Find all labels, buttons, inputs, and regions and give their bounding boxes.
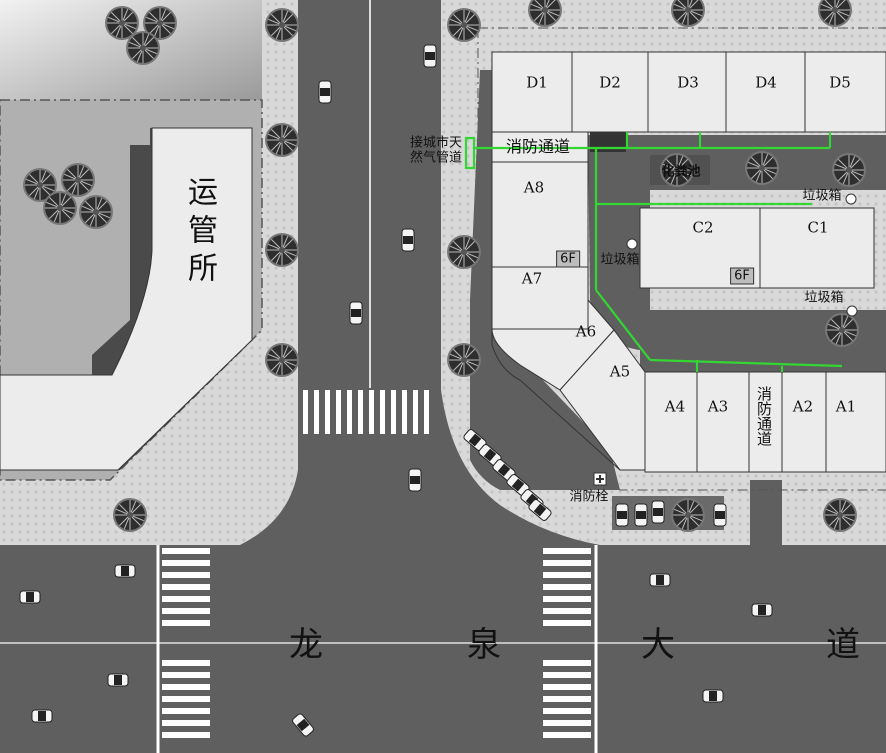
- building-a6: [491, 298, 615, 391]
- gas-pipe-label-1: 接城市天: [409, 135, 463, 151]
- septic-label: 化粪池: [661, 164, 701, 180]
- gas-pipe: [464, 132, 843, 372]
- building-a7: [491, 266, 589, 330]
- office-label: 运管所: [182, 176, 217, 290]
- trash-icon: [626, 238, 638, 250]
- site-road-inner: [588, 135, 886, 350]
- crosswalk-east: [543, 548, 591, 738]
- gas-pipe-label-2: 然气管道: [409, 150, 463, 166]
- building-a3-label: A3: [707, 397, 729, 416]
- building-a5-label: A5: [609, 362, 631, 381]
- building-d2: D2: [599, 73, 621, 92]
- c-row-building: [639, 207, 875, 289]
- building-a2-label: A2: [792, 397, 814, 416]
- building-a1-label: A1: [835, 397, 857, 416]
- building-d5: D5: [829, 73, 851, 92]
- office-building: [0, 127, 253, 471]
- trash-label-1: 垃圾箱: [802, 188, 842, 204]
- building-d3: D3: [677, 73, 699, 92]
- floors-label-a: 6F: [556, 250, 580, 268]
- building-a4-label: A4: [664, 397, 686, 416]
- hydrant-label: 消防栓: [569, 489, 609, 505]
- building-a7-label: A7: [521, 269, 543, 288]
- building-a2-a1: [781, 371, 886, 473]
- building-a6-label: A6: [575, 322, 597, 341]
- longquan-avenue: [0, 545, 886, 753]
- access-road: [750, 480, 782, 545]
- floors-label-c: 6F: [730, 267, 754, 285]
- road-char-4: 道: [826, 625, 860, 665]
- trash-label-3: 垃圾箱: [804, 290, 844, 306]
- building-d4: D4: [755, 73, 777, 92]
- trash-icon: [845, 193, 857, 205]
- road-char-2: 泉: [467, 625, 501, 665]
- building-a8-label: A8: [523, 178, 545, 197]
- fire-lane-label: 消防通道: [505, 137, 571, 156]
- trash-label-2: 垃圾箱: [600, 252, 640, 268]
- road-char-1: 龙: [289, 625, 323, 665]
- trash-icon: [846, 305, 858, 317]
- building-c2-label: C2: [692, 218, 714, 237]
- crosswalk-west: [162, 548, 210, 738]
- fire-lane-vertical-label: 消防通道: [755, 386, 773, 446]
- d-row-building: [491, 51, 886, 133]
- site-road-west: [470, 70, 620, 490]
- crosswalk-north: [303, 390, 429, 434]
- building-d1: D1: [526, 73, 548, 92]
- building-c1-label: C1: [807, 218, 829, 237]
- road-char-3: 大: [641, 625, 675, 665]
